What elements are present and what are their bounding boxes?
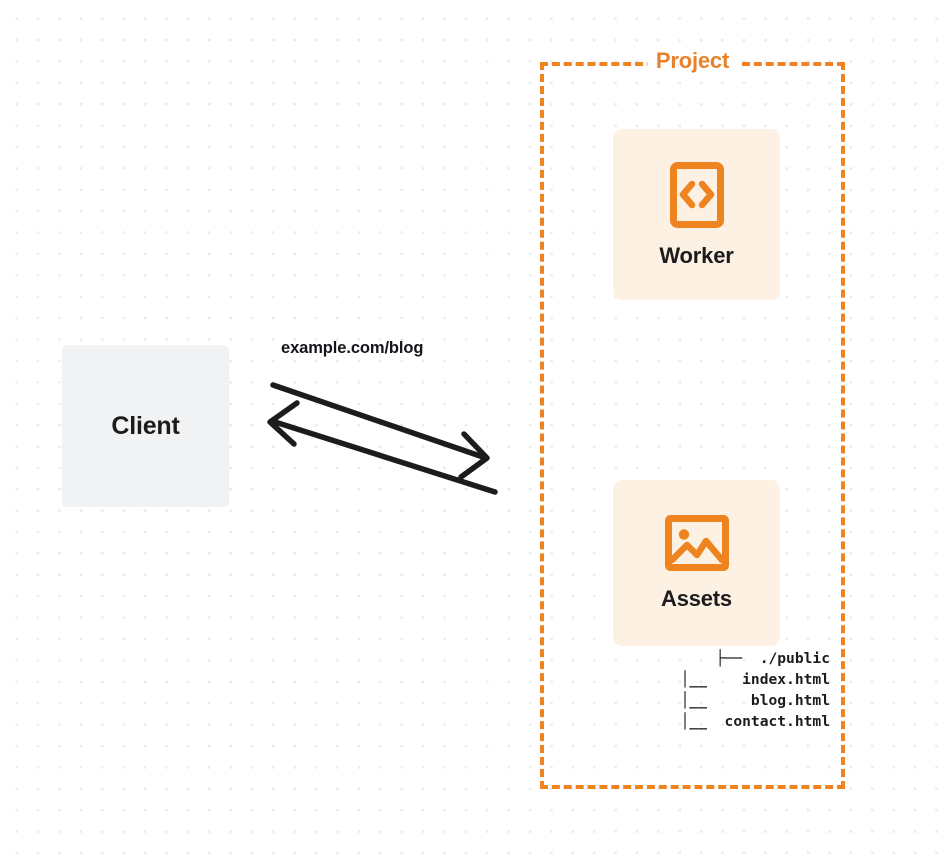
worker-node-label: Worker [659,242,734,268]
file-tree-line: │__ index.html [680,671,830,688]
project-container: Project Worker Assets ├── ./public │__ i… [540,48,845,789]
file-tree-line: │__ blog.html [680,692,830,709]
project-title: Project [646,48,739,74]
edge-url-label: example.com/blog [281,339,424,357]
client-node-label: Client [111,411,180,440]
file-tree-line: ├── ./public [715,650,830,667]
client-node[interactable]: Client [62,345,229,507]
request-arrow [270,382,490,480]
assets-node-label: Assets [661,586,732,611]
code-document-icon [669,161,724,228]
file-tree-line: │__ contact.html [680,713,830,730]
assets-file-tree: ├── ./public │__ index.html │__ blog.htm… [585,648,830,732]
assets-node[interactable]: Assets [613,480,780,646]
worker-node[interactable]: Worker [613,129,780,300]
image-icon [664,515,729,571]
response-arrow [267,400,498,495]
